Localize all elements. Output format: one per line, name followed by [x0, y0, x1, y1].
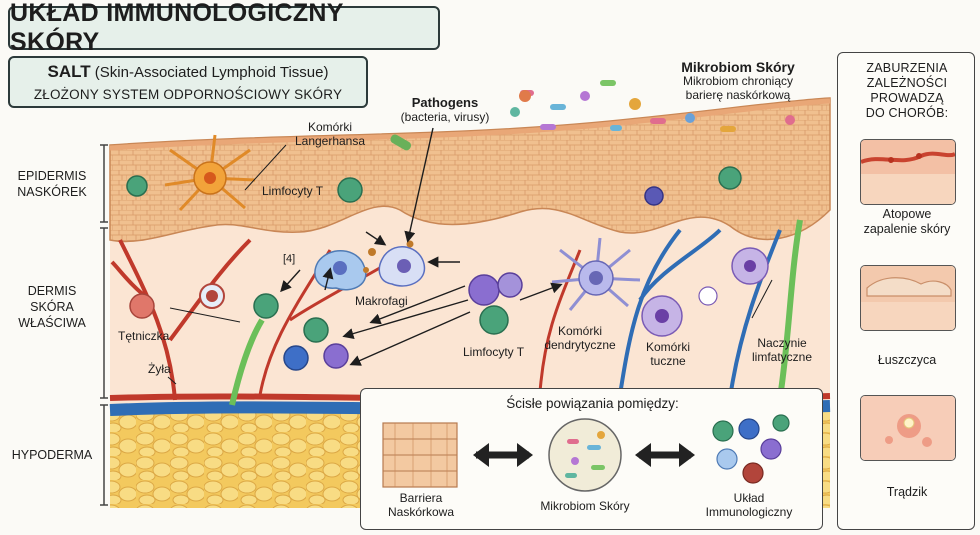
- layer-epidermis-2: NASKÓREK: [17, 185, 87, 199]
- label-microbiome-desc-1: Mikrobiom chroniący: [682, 74, 794, 88]
- relations-barrier-2: Naskórkowa: [387, 505, 455, 519]
- layer-epidermis-1: EPIDERMIS: [17, 169, 87, 183]
- label-lymphocytes-epidermis: Limfocyty T: [262, 184, 324, 198]
- disorders-title: ZABURZENIA ZALEŻNOŚCI PROWADZĄ DO CHORÓB…: [838, 61, 976, 121]
- dendritic-cell: [551, 237, 641, 311]
- relations-title: Ścisłe powiązania pomiędzy:: [506, 396, 679, 411]
- page-title: UKŁAD IMMUNOLOGICZNY SKÓRY: [10, 0, 344, 56]
- label-vein: Żyła: [148, 362, 171, 376]
- salt-abbr: SALT: [47, 62, 91, 81]
- disorder-atopic-1: Atopowe: [882, 207, 932, 221]
- label-langerhans-2: Langerhansa: [294, 134, 366, 148]
- layer-dermis-2: SKÓRA: [30, 300, 74, 314]
- label-lymphocytes-dermis: Limfocyty T: [463, 345, 525, 359]
- relations-graphic: [382, 414, 790, 492]
- label-mast-1: Komórki: [645, 340, 690, 354]
- label-macrophages: Makrofagi: [355, 294, 408, 308]
- label-lymph-2: limfatyczne: [751, 350, 813, 364]
- salt-subtitle: ZŁOŻONY SYSTEM ODPORNOŚCIOWY SKÓRY: [33, 87, 343, 102]
- disorders-title-4: DO CHORÓB:: [865, 106, 949, 120]
- disorders-title-2: ZALEŻNOŚCI: [866, 76, 948, 90]
- label-reference: [4]: [283, 253, 296, 265]
- layer-hypoderma: HYPODERMA: [11, 448, 93, 462]
- psoriasis-image: [860, 265, 956, 331]
- relations-immune-2: Immunologiczny: [705, 505, 793, 519]
- label-dendritic-1: Komórki: [557, 324, 602, 338]
- layer-dermis-1: DERMIS: [27, 284, 77, 298]
- salt-full: (Skin-Associated Lymphoid Tissue): [94, 64, 329, 81]
- label-microbiome-desc-2: barierę naskórkową: [685, 88, 791, 102]
- label-dendritic-2: dendrytyczne: [544, 338, 616, 352]
- label-pathogens: Pathogens: [411, 95, 479, 110]
- relations-microbiome: Mikrobiom Skóry: [540, 499, 630, 513]
- layer-dermis-3: WŁAŚCIWA: [18, 316, 86, 330]
- label-pathogens-desc: (bacteria, virusy): [400, 110, 490, 124]
- disorders-title-3: PROWADZĄ: [870, 91, 944, 105]
- label-lymph-1: Naczynie: [757, 336, 807, 350]
- relations-immune-1: Układ: [733, 491, 765, 505]
- label-mast-2: tuczne: [650, 354, 686, 368]
- disorder-atopic-2: zapalenie skóry: [863, 222, 951, 236]
- title-box: UKŁAD IMMUNOLOGICZNY SKÓRY: [8, 0, 440, 56]
- salt-box: SALT (Skin-Associated Lymphoid Tissue) Z…: [8, 56, 368, 108]
- disorders-panel: ZABURZENIA ZALEŻNOŚCI PROWADZĄ DO CHORÓB…: [837, 52, 975, 530]
- acne-image: [860, 395, 956, 461]
- disorder-acne: Trądzik: [886, 485, 928, 499]
- langerhans-cell: [164, 134, 256, 212]
- label-artery: Tętniczka: [118, 329, 170, 343]
- disorder-psoriasis: Łuszczyca: [877, 353, 937, 367]
- relations-barrier-1: Barriera: [399, 491, 443, 505]
- relations-box: Ścisłe powiązania pomiędzy: Barriera Nas…: [360, 388, 823, 530]
- atopic-dermatitis-image: [860, 139, 956, 205]
- disorders-title-1: ZABURZENIA: [866, 61, 948, 75]
- microbes: [510, 80, 795, 132]
- label-microbiome-title: Mikrobiom Skóry: [681, 59, 795, 75]
- label-langerhans-1: Komórki: [307, 120, 352, 134]
